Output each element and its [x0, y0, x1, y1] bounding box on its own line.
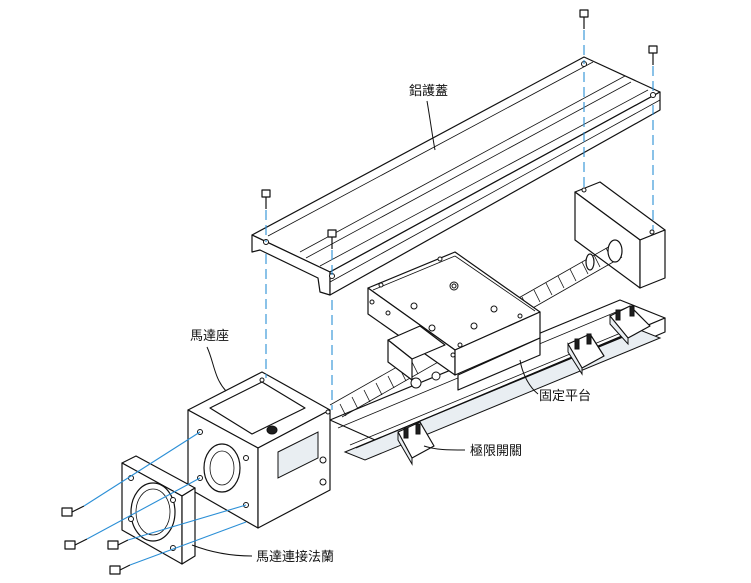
screw-cover-2 — [648, 45, 658, 65]
end-block — [574, 181, 666, 289]
limit-switch-middle — [567, 333, 605, 376]
motor-flange — [121, 455, 196, 565]
screw-flange-1 — [61, 505, 85, 517]
screw-cover-4 — [327, 229, 337, 249]
screw-cover-3 — [261, 189, 271, 209]
leader-lines — [191, 100, 539, 557]
limit-switch-label: 極限開關 — [470, 443, 522, 459]
screw-flange-3 — [107, 539, 129, 550]
fixed-platform-label: 固定平台 — [539, 389, 591, 404]
aluminum-cover-label: 鋁護蓋 — [409, 83, 448, 99]
screw-cover-1 — [579, 9, 589, 29]
limit-switch-front — [397, 421, 435, 466]
screw-flange-4 — [109, 564, 131, 575]
limit-switch-rear — [609, 305, 651, 346]
screw-flange-2 — [64, 538, 88, 550]
aluminum-cover — [251, 56, 661, 296]
carriage-platform — [367, 251, 541, 391]
motor-seat — [187, 371, 331, 529]
motor-flange-label: 馬達連接法蘭 — [256, 549, 334, 565]
assembly-lines — [83, 30, 654, 566]
motor-seat-label: 馬達座 — [190, 329, 229, 344]
